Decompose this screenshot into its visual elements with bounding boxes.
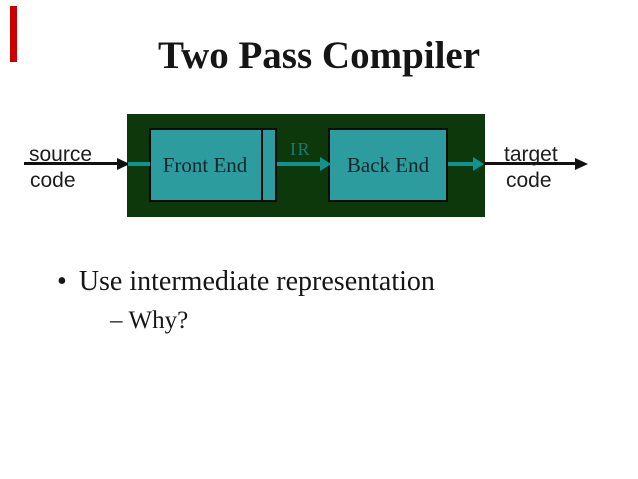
ir-arrow-shaft bbox=[277, 162, 320, 166]
bullet-item-text: Use intermediate representation bbox=[78, 266, 435, 297]
front-end-label: Front End bbox=[162, 152, 248, 177]
panel-inlet-connector bbox=[128, 162, 150, 166]
ir-arrow-head bbox=[320, 157, 331, 171]
bullet-item: • Use intermediate representation bbox=[57, 268, 435, 296]
backend-output-arrow-shaft bbox=[448, 162, 473, 166]
source-arrow-head bbox=[117, 158, 130, 170]
sub-bullet-text: Why? bbox=[128, 307, 189, 334]
front-end-box: Front End bbox=[149, 128, 277, 202]
source-code-label-line2: code bbox=[30, 169, 76, 192]
front-end-divider bbox=[261, 130, 263, 200]
bullet-glyph: • bbox=[57, 266, 67, 297]
target-arrow-shaft bbox=[484, 162, 575, 165]
back-end-label: Back End bbox=[346, 152, 430, 177]
source-code-label-line1: source bbox=[29, 143, 93, 166]
sub-bullet-dash: – bbox=[110, 307, 123, 334]
source-arrow-shaft bbox=[24, 162, 117, 165]
ir-label: IR bbox=[290, 139, 311, 159]
backend-output-arrow-head bbox=[473, 157, 484, 171]
red-accent-bar bbox=[10, 6, 17, 62]
target-code-label-line1: target bbox=[504, 143, 558, 166]
target-arrow-head bbox=[575, 158, 588, 170]
target-code-label-line2: code bbox=[506, 169, 552, 192]
back-end-box: Back End bbox=[328, 128, 448, 202]
sub-bullet-item: – Why? bbox=[110, 308, 188, 333]
slide-title: Two Pass Compiler bbox=[157, 34, 481, 77]
